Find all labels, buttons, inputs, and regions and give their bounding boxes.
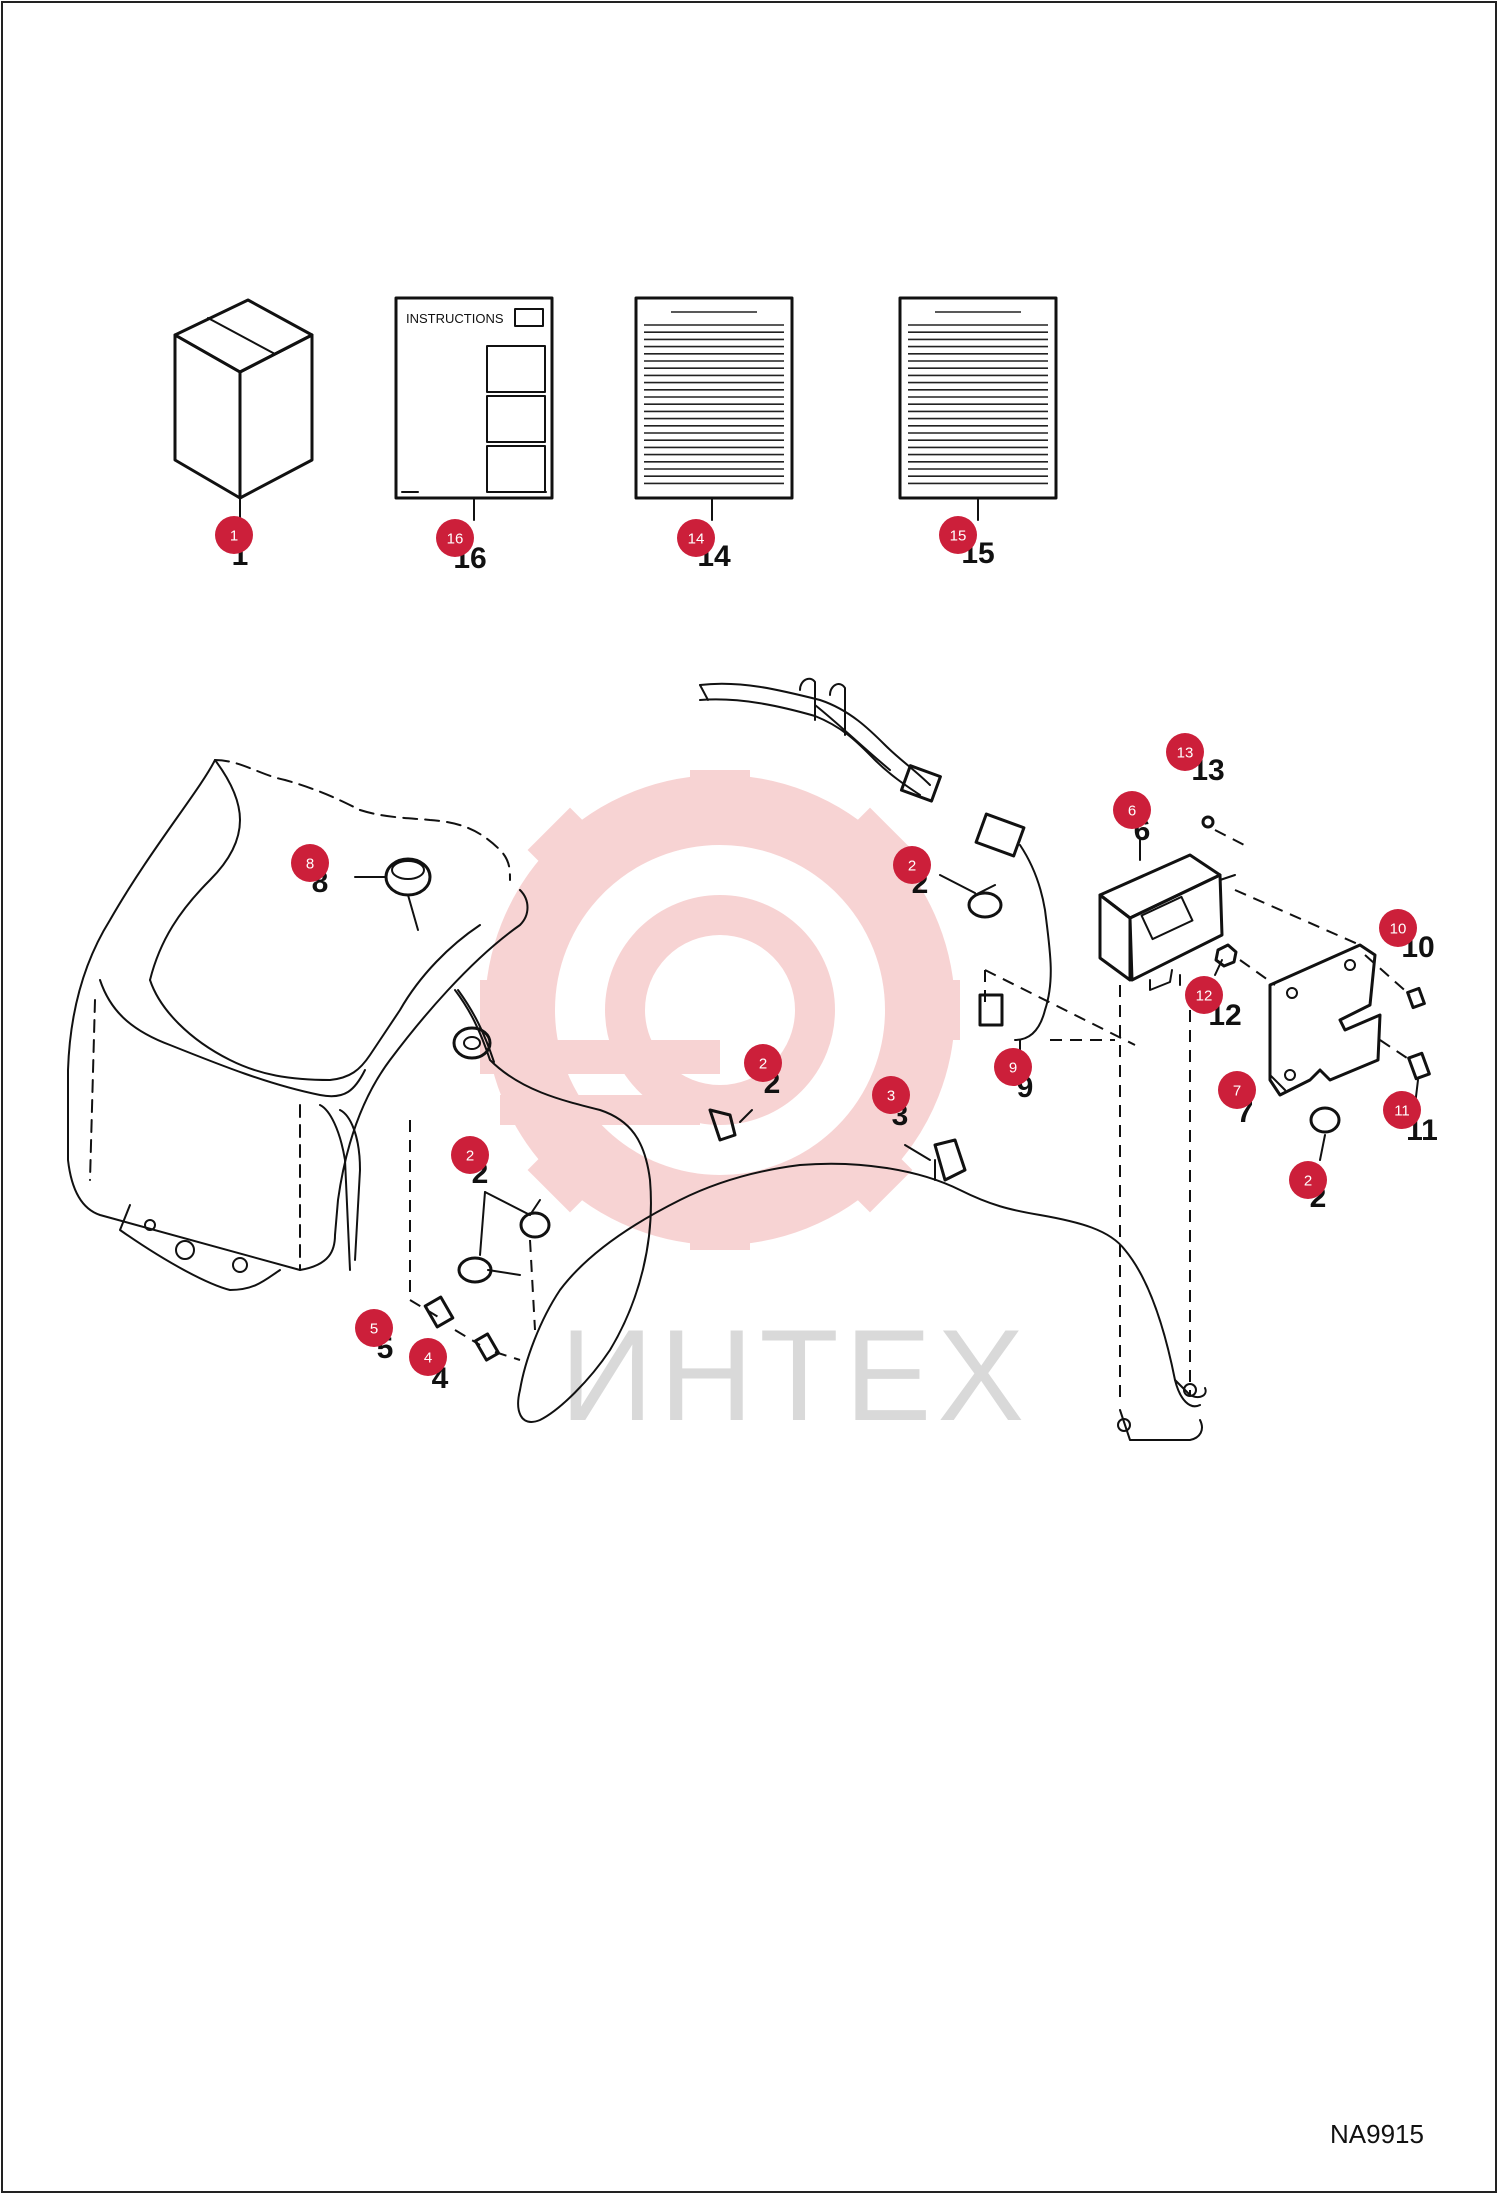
bolt-10: [1406, 986, 1426, 1010]
svg-text:14: 14: [688, 531, 705, 548]
controller-module: [1098, 853, 1236, 991]
bolt-11: [1407, 1051, 1431, 1081]
svg-text:16: 16: [447, 531, 464, 548]
cable-clip-2c: [519, 1199, 551, 1239]
instructions-sheet-title: INSTRUCTIONS: [406, 311, 504, 326]
manual-sheet-14: [634, 296, 794, 521]
svg-text:2: 2: [759, 1056, 767, 1073]
svg-text:10: 10: [1390, 921, 1407, 938]
cable-clip-2d: [457, 1256, 521, 1284]
assembly-leaders: [409, 829, 1411, 1400]
nut-13: [1201, 815, 1215, 829]
cable-clip-2e: [1309, 1106, 1341, 1134]
svg-text:2: 2: [1304, 1173, 1312, 1190]
cable-clip-2a: [967, 884, 1003, 919]
callout-badge-c15[interactable]: 15: [939, 516, 977, 554]
callout-badge-c4[interactable]: 4: [409, 1338, 447, 1376]
watermark-gear-logo: [480, 770, 960, 1250]
svg-text:2: 2: [466, 1148, 474, 1165]
manual-sheet-15: [898, 296, 1058, 521]
callout-badge-c14[interactable]: 14: [677, 519, 715, 557]
watermark-text: ИНТЕХ: [560, 1302, 1030, 1448]
callout-badge-c7[interactable]: 7: [1218, 1071, 1256, 1109]
callout-badge-c2b[interactable]: 2: [744, 1044, 782, 1082]
fuse-holder: [423, 1295, 455, 1329]
svg-text:11: 11: [1394, 1103, 1410, 1120]
svg-text:8: 8: [306, 856, 314, 873]
callout-badge-c6[interactable]: 6: [1113, 791, 1151, 829]
svg-text:12: 12: [1196, 988, 1213, 1005]
kit-box-icon: [173, 298, 314, 521]
drawing-reference-number: NA9915: [1330, 2119, 1424, 2149]
callout-badge-c8[interactable]: 8: [291, 844, 329, 882]
callout-badge-c13[interactable]: 13: [1166, 733, 1204, 771]
svg-text:15: 15: [950, 528, 967, 545]
svg-text:6: 6: [1128, 803, 1136, 820]
sensor-puck: [354, 857, 432, 931]
callout-badge-c11[interactable]: 11: [1383, 1091, 1421, 1129]
callout-badge-c16[interactable]: 16: [436, 519, 474, 557]
svg-text:13: 13: [1177, 745, 1194, 762]
callout-badge-c12[interactable]: 12: [1185, 976, 1223, 1014]
cable-clip-2b: [708, 1108, 737, 1142]
svg-text:7: 7: [1233, 1083, 1241, 1100]
callout-badge-c2c[interactable]: 2: [1289, 1161, 1327, 1199]
svg-text:2: 2: [908, 858, 916, 875]
callout-badge-c3[interactable]: 3: [872, 1076, 910, 1114]
callout-badge-c2a[interactable]: 2: [893, 846, 931, 884]
instructions-sheet: INSTRUCTIONS: [394, 296, 554, 521]
callout-badge-c1[interactable]: 1: [215, 516, 253, 554]
svg-text:1: 1: [230, 528, 238, 545]
grommet: [452, 1026, 492, 1060]
svg-text:9: 9: [1009, 1060, 1017, 1077]
cable-clip-3: [933, 1138, 967, 1182]
svg-text:5: 5: [370, 1321, 378, 1338]
callout-badge-c10[interactable]: 10: [1379, 909, 1417, 947]
nut-12: [1214, 943, 1238, 968]
machine-hood-housing: [67, 759, 529, 1291]
svg-text:4: 4: [424, 1350, 432, 1367]
callout-badge-c9[interactable]: 9: [994, 1048, 1032, 1086]
svg-text:3: 3: [887, 1088, 895, 1105]
mounting-bracket: [1268, 943, 1382, 1097]
callout-badge-c2d[interactable]: 2: [451, 1136, 489, 1174]
callout-badge-c5[interactable]: 5: [355, 1309, 393, 1347]
fuse: [473, 1332, 501, 1362]
wiring-harness: [454, 677, 1207, 1441]
